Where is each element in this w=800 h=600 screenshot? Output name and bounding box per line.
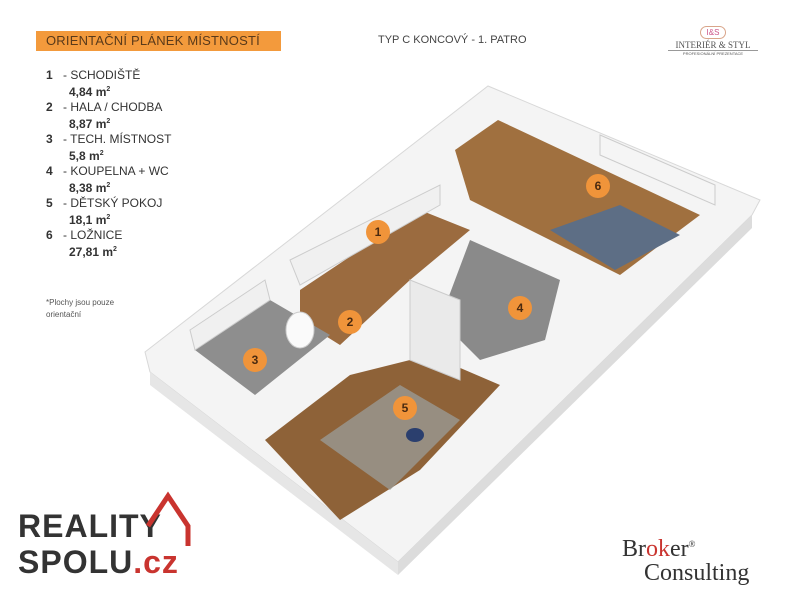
- logo-line2: SPOLU.cz: [18, 544, 179, 580]
- outer-wall-front: [150, 372, 398, 575]
- legend-num: 3: [46, 132, 53, 146]
- reality-spolu-logo: REALITY SPOLU.cz: [18, 491, 191, 580]
- boiler: [285, 311, 315, 349]
- interier-styl-logo: I&S INTERIÉR & STYL PROFESIONÁLNÍ PREZEN…: [668, 22, 758, 56]
- floor-bathroom: [440, 240, 560, 360]
- area-note: *Plochy jsou pouze orientační: [46, 298, 115, 319]
- room-marker-6: 6: [586, 174, 610, 198]
- legend-name: - TECH. MÍSTNOST: [63, 132, 172, 146]
- logo-main-text: INTERIÉR & STYL: [668, 40, 758, 51]
- legend-name: - KOUPELNA + WC: [63, 164, 169, 178]
- legend-area: 8,87 m2: [69, 117, 111, 131]
- room-legend: 1 - SCHODIŠTĚ 4,84 m2 2 - HALA / CHODBA 8,87…: [46, 66, 172, 259]
- plan-title-bar: ORIENTAČNÍ PLÁNEK MÍSTNOSTÍ: [36, 31, 281, 51]
- chair: [406, 428, 424, 442]
- legend-name: - SCHODIŠTĚ: [63, 68, 141, 82]
- legend-num: 2: [46, 100, 53, 114]
- legend-area: 27,81 m2: [69, 245, 117, 259]
- floor-rug: [320, 385, 460, 490]
- legend-name: - DĚTSKÝ POKOJ: [63, 196, 163, 210]
- broker-consulting-logo: Broker® Consulting: [622, 536, 750, 586]
- legend-num: 4: [46, 164, 53, 178]
- legend-num: 6: [46, 228, 53, 242]
- legend-num: 1: [46, 68, 53, 82]
- legend-name: - LOŽNICE: [63, 228, 123, 242]
- legend-item: 4 - KOUPELNA + WC 8,38 m2: [46, 162, 171, 195]
- legend-item: 5 - DĚTSKÝ POKOJ 18,1 m2: [46, 194, 171, 227]
- legend-area: 8,38 m2: [69, 181, 111, 195]
- logo-line1: REALITY: [18, 508, 162, 544]
- logo-monogram: I&S: [699, 26, 727, 39]
- wall-stairs: [289, 184, 441, 286]
- legend-area: 18,1 m2: [69, 213, 111, 227]
- room-marker-3: 3: [243, 348, 267, 372]
- room-marker-1: 1: [366, 220, 390, 244]
- plan-title: ORIENTAČNÍ PLÁNEK MÍSTNOSTÍ: [46, 33, 260, 48]
- wall-tech: [189, 279, 271, 351]
- legend-area: 5,8 m2: [69, 149, 104, 163]
- logo-line2: Consulting: [644, 560, 750, 586]
- room-marker-2: 2: [338, 310, 362, 334]
- house-roof-icon: [145, 491, 191, 546]
- room-marker-5: 5: [393, 396, 417, 420]
- outer-wall-right: [398, 215, 752, 575]
- wardrobe: [599, 134, 716, 206]
- plan-subtitle: TYP C KONCOVÝ - 1. PATRO: [378, 34, 527, 46]
- legend-area: 4,84 m2: [69, 85, 111, 99]
- bed: [550, 205, 680, 270]
- legend-name: - HALA / CHODBA: [63, 100, 163, 114]
- wall-center: [409, 279, 461, 381]
- legend-item: 1 - SCHODIŠTĚ 4,84 m2: [46, 66, 171, 99]
- logo-sub-text: PROFESIONÁLNÍ PREZENTACE: [682, 51, 744, 56]
- legend-item: 6 - LOŽNICE 27,81 m2: [46, 226, 171, 259]
- room-marker-4: 4: [508, 296, 532, 320]
- legend-item: 3 - TECH. MÍSTNOST 5,8 m2: [46, 130, 172, 163]
- legend-num: 5: [46, 196, 53, 210]
- legend-item: 2 - HALA / CHODBA 8,87 m2: [46, 98, 171, 131]
